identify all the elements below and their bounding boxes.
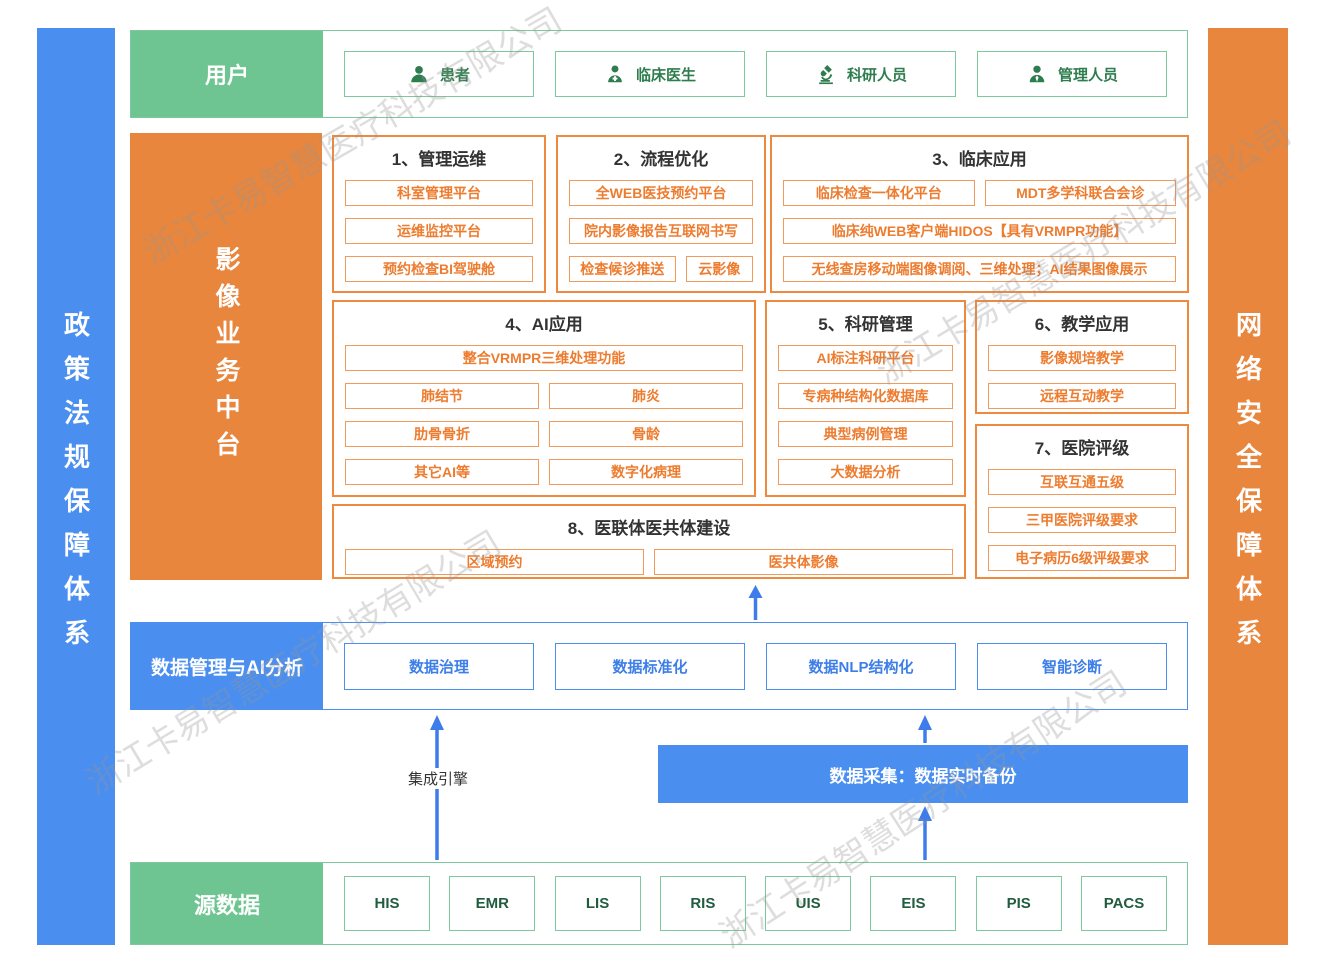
data-collection-box: 数据采集：数据实时备份 [658,745,1188,803]
section-title: 1、管理运维 [391,150,487,169]
platform-label: 影像业务中台 [130,133,322,580]
source-item: UIS [765,876,852,931]
users-row: 用户 患者 临床医生 科研人员 [130,30,1188,118]
source-item: LIS [554,876,641,931]
platform-item: 专病种结构化数据库 [778,383,953,409]
platform-item: 骨龄 [549,421,743,447]
source-data-row: 源数据 HIS EMR LIS RIS UIS EIS PIS PACS [130,862,1188,945]
microscope-icon [815,63,837,85]
data-mgmt-item: 数据治理 [344,642,534,690]
arrow-platform-from-datamgmt [748,585,763,620]
user-item-label: 临床医生 [635,66,696,84]
platform-item: 院内影像报告互联网书写 [569,218,753,244]
users-row-label-text: 用户 [204,63,249,88]
section-process-optimization: 2、流程优化 全WEB医技预约平台 院内影像报告互联网书写 检查候诊推送 云影像 [556,135,766,293]
platform-item: 整合VRMPR三维处理功能 [345,345,743,371]
section-title: 8、医联体医共体建设 [567,519,731,538]
users-row-label: 用户 [131,31,323,117]
arrow-collection-to-datamgmt [918,715,932,743]
user-item-clinician: 临床医生 [555,51,745,97]
data-management-row: 数据管理与AI分析 数据治理 数据标准化 数据NLP结构化 智能诊断 [130,622,1188,710]
users-row-items: 患者 临床医生 科研人员 管理人员 [344,31,1167,117]
user-item-manager: 管理人员 [977,51,1167,97]
patient-icon [408,63,430,85]
user-item-label: 科研人员 [846,66,907,84]
platform-item: 临床纯WEB客户端HIDOS【具有VRMPR功能】 [783,218,1176,244]
source-item: PIS [975,876,1062,931]
platform-item: 数字化病理 [549,459,743,485]
section-medical-alliance: 8、医联体医共体建设 区域预约 医共体影像 [332,504,966,579]
data-mgmt-item: 智能诊断 [977,642,1167,690]
section-title: 6、教学应用 [1034,315,1130,334]
section-title: 2、流程优化 [613,150,709,169]
user-item-label: 患者 [439,66,470,84]
arrow-source-to-collection [918,806,932,860]
policy-regulation-bar: 政策法规保障体系 [37,28,115,945]
data-mgmt-item: 数据NLP结构化 [766,642,956,690]
platform-item: MDT多学科联合会诊 [984,180,1176,206]
platform-item: 无线查房移动端图像调阅、三维处理；AI结果图像展示 [783,256,1176,282]
section-hospital-rating: 7、医院评级 互联互通五级 三甲医院评级要求 电子病历6级评级要求 [975,424,1189,579]
section-ai-application: 4、AI应用 整合VRMPR三维处理功能 肺结节 肺炎 肋骨骨折 骨龄 其它AI… [332,300,756,497]
data-mgmt-item: 数据标准化 [555,642,745,690]
platform-item: 肺结节 [345,383,539,409]
platform-item: 临床检查一体化平台 [783,180,975,206]
source-item: PACS [1080,876,1167,931]
platform-item: 三甲医院评级要求 [988,507,1176,533]
section-clinical-application: 3、临床应用 临床检查一体化平台 MDT多学科联合会诊 临床纯WEB客户端HID… [770,135,1189,293]
platform-label-text: 影像业务中台 [212,245,240,468]
platform-item: 运维监控平台 [345,218,533,244]
data-management-items: 数据治理 数据标准化 数据NLP结构化 智能诊断 [344,623,1167,709]
section-title: 7、医院评级 [1034,439,1130,458]
network-security-bar: 网络安全保障体系 [1208,28,1288,945]
section-management-ops: 1、管理运维 科室管理平台 运维监控平台 预约检查BI驾驶舱 [332,135,546,293]
platform-item: 大数据分析 [778,459,953,485]
section-title: 5、科研管理 [818,315,913,334]
section-title: 3、临床应用 [932,150,1027,169]
platform-item: 肋骨骨折 [345,421,539,447]
source-data-row-label: 源数据 [131,863,323,944]
network-security-label: 网络安全保障体系 [1232,310,1263,663]
data-collection-label: 数据采集：数据实时备份 [829,766,1017,786]
doctor-icon [604,63,626,85]
platform-item: 云影像 [685,256,753,282]
source-item: EMR [449,876,536,931]
section-title: 4、AI应用 [505,315,583,334]
user-item-researcher: 科研人员 [766,51,956,97]
platform-item: 医共体影像 [654,549,953,575]
policy-regulation-label: 政策法规保障体系 [60,310,91,663]
manager-icon [1026,63,1048,85]
source-item: RIS [659,876,746,931]
user-item-label: 管理人员 [1057,66,1118,84]
platform-item: 全WEB医技预约平台 [569,180,753,206]
data-management-row-label: 数据管理与AI分析 [131,623,323,709]
platform-item: AI标注科研平台 [778,345,953,371]
section-research-management: 5、科研管理 AI标注科研平台 专病种结构化数据库 典型病例管理 大数据分析 [765,300,966,497]
platform-item: 其它AI等 [345,459,539,485]
platform-item: 典型病例管理 [778,421,953,447]
platform-item: 电子病历6级评级要求 [988,545,1176,571]
platform-item: 影像规培教学 [988,345,1176,371]
user-item-patient: 患者 [344,51,534,97]
source-data-items: HIS EMR LIS RIS UIS EIS PIS PACS [344,863,1167,944]
data-management-label-text: 数据管理与AI分析 [150,657,303,679]
source-data-label-text: 源数据 [193,892,260,918]
platform-item: 远程互动教学 [988,383,1176,409]
platform-item: 区域预约 [345,549,644,575]
section-teaching-application: 6、教学应用 影像规培教学 远程互动教学 [975,300,1189,414]
platform-item: 预约检查BI驾驶舱 [345,256,533,282]
platform-item: 科室管理平台 [345,180,533,206]
source-item: EIS [870,876,957,931]
integration-engine-label: 集成引擎 [404,768,472,789]
platform-item: 互联互通五级 [988,469,1176,495]
source-item: HIS [344,876,430,931]
platform-item: 肺炎 [549,383,743,409]
platform-item: 检查候诊推送 [569,256,676,282]
